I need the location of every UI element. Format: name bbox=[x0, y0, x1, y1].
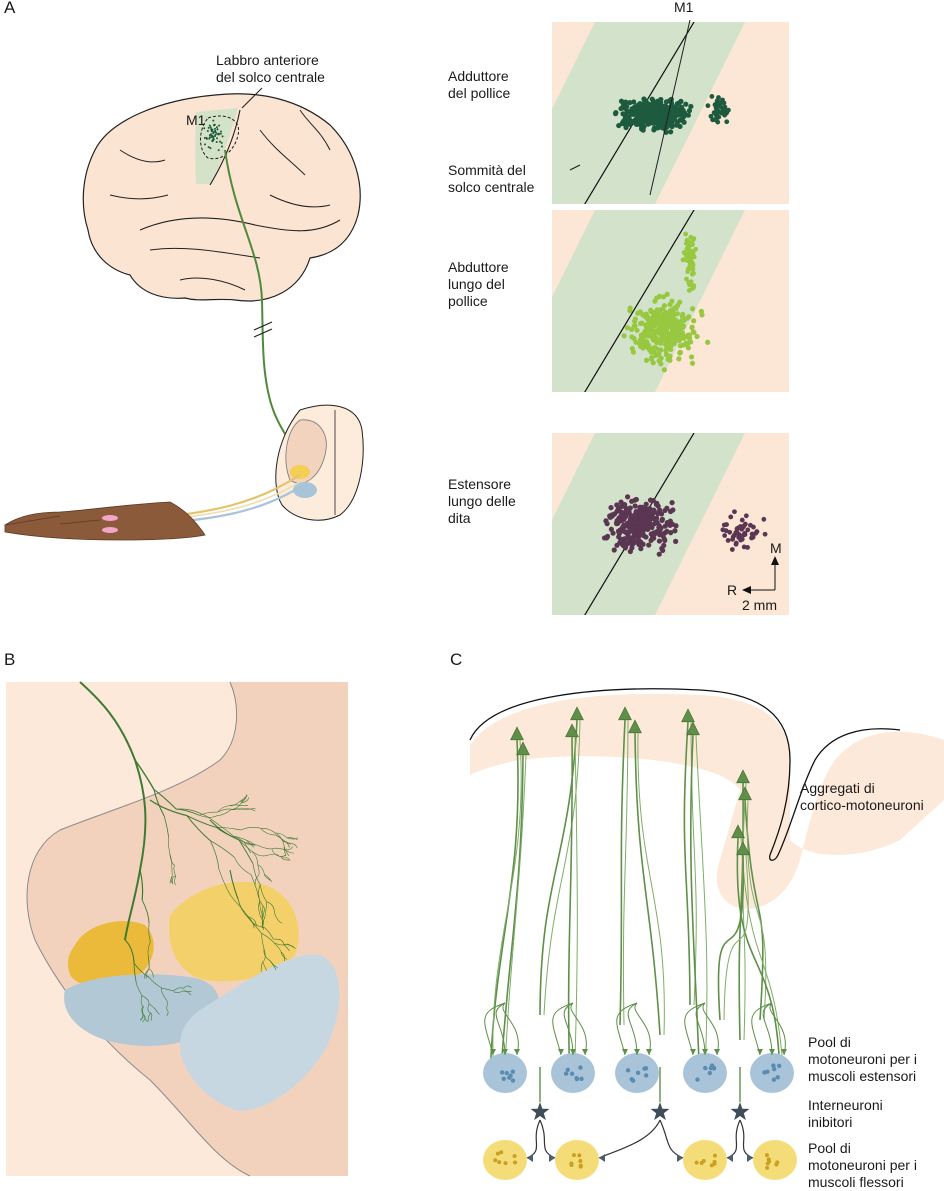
muscle-label-3: Estensore lungo delle dita bbox=[448, 476, 516, 526]
pool-flexor-label: Pool di motoneuroni per i muscoli flesso… bbox=[808, 1140, 917, 1190]
pyramidal-neuron bbox=[686, 721, 700, 736]
corticospinal-fiber bbox=[683, 721, 691, 1006]
extensor-pool bbox=[750, 1053, 794, 1093]
map-box-3 bbox=[552, 433, 789, 615]
brain-illustration bbox=[82, 87, 361, 302]
inhibitory-interneuron bbox=[530, 1102, 550, 1121]
corticospinal-fiber bbox=[619, 719, 626, 1026]
flexor-pool bbox=[483, 1140, 527, 1180]
pyramidal-neuron bbox=[618, 706, 632, 721]
map-box-2 bbox=[552, 210, 789, 392]
flexor-pool bbox=[753, 1140, 797, 1180]
sulcus-line bbox=[584, 210, 695, 392]
pool-extensor-label: Pool di motoneuroni per i muscoli estens… bbox=[808, 1034, 917, 1084]
m1-top-label: M1 bbox=[674, 0, 694, 15]
cortico-motoneurons bbox=[489, 706, 785, 1091]
scale-length-label: 2 mm bbox=[742, 597, 777, 613]
corticospinal-fiber bbox=[539, 719, 578, 1016]
hand-arm-illustration bbox=[4, 501, 206, 541]
scale-m-label: M bbox=[770, 540, 782, 556]
corticospinal-axon bbox=[224, 149, 306, 471]
panel-label-c: C bbox=[450, 650, 463, 669]
pyramidal-neuron bbox=[510, 726, 524, 741]
corticospinal-fiber bbox=[567, 736, 573, 1091]
labbro-label: Labbro anteriore del solco centrale bbox=[216, 52, 325, 85]
pyramidal-neuron bbox=[570, 706, 584, 721]
corticospinal-fiber bbox=[717, 854, 745, 1021]
motoneuron-pools bbox=[483, 1002, 797, 1180]
inhibitory-interneuron bbox=[730, 1102, 750, 1121]
map-dots-1 bbox=[612, 94, 731, 135]
pyramidal-neuron bbox=[736, 769, 750, 784]
map-box-1 bbox=[552, 22, 789, 204]
muscle-label-2: Abduttore lungo del pollice bbox=[448, 259, 509, 309]
m1-reference-line bbox=[649, 19, 691, 196]
interneuron-label: Interneuroni inibitori bbox=[808, 1097, 883, 1130]
map-dots-3 bbox=[601, 494, 768, 557]
corticospinal-fiber bbox=[689, 734, 701, 1091]
corticospinal-fiber bbox=[736, 837, 781, 1081]
muscle-map-boxes bbox=[552, 22, 789, 615]
panel-label-a: A bbox=[4, 0, 16, 17]
pyramidal-neuron bbox=[516, 741, 530, 756]
pyramidal-neuron bbox=[628, 719, 642, 734]
pyramidal-neuron bbox=[736, 841, 750, 856]
muscle-label-1: Adduttore del pollice bbox=[448, 68, 511, 101]
pyramidal-neuron bbox=[565, 723, 579, 738]
panel-label-b: B bbox=[4, 650, 16, 669]
inhibitory-interneuron bbox=[650, 1102, 670, 1121]
spinal-cord-detail bbox=[6, 681, 349, 1177]
scale-r-label: R bbox=[727, 582, 738, 598]
spinal-cord-small bbox=[275, 404, 364, 521]
main-axon bbox=[79, 681, 147, 941]
corticospinal-fiber bbox=[499, 754, 524, 1086]
branching-axon bbox=[79, 681, 299, 1023]
flexor-pool bbox=[555, 1140, 599, 1180]
aggregati-label: Aggregati di cortico-motoneuroni bbox=[800, 780, 924, 813]
m1-brain-label: M1 bbox=[186, 112, 206, 128]
pyramidal-neuron bbox=[681, 708, 695, 723]
pyramidal-neuron bbox=[738, 786, 752, 801]
corticospinal-fiber bbox=[634, 732, 661, 1036]
pyramidal-neuron bbox=[731, 824, 745, 839]
extensor-pool bbox=[683, 1053, 727, 1093]
sommita-label: Sommità del solco centrale bbox=[448, 162, 535, 195]
map-dots-2 bbox=[621, 231, 711, 373]
brain-dot-cluster bbox=[203, 119, 224, 152]
axon-break-icon bbox=[253, 321, 273, 338]
scale-bar bbox=[742, 556, 779, 594]
cortex-schematic bbox=[469, 688, 944, 909]
